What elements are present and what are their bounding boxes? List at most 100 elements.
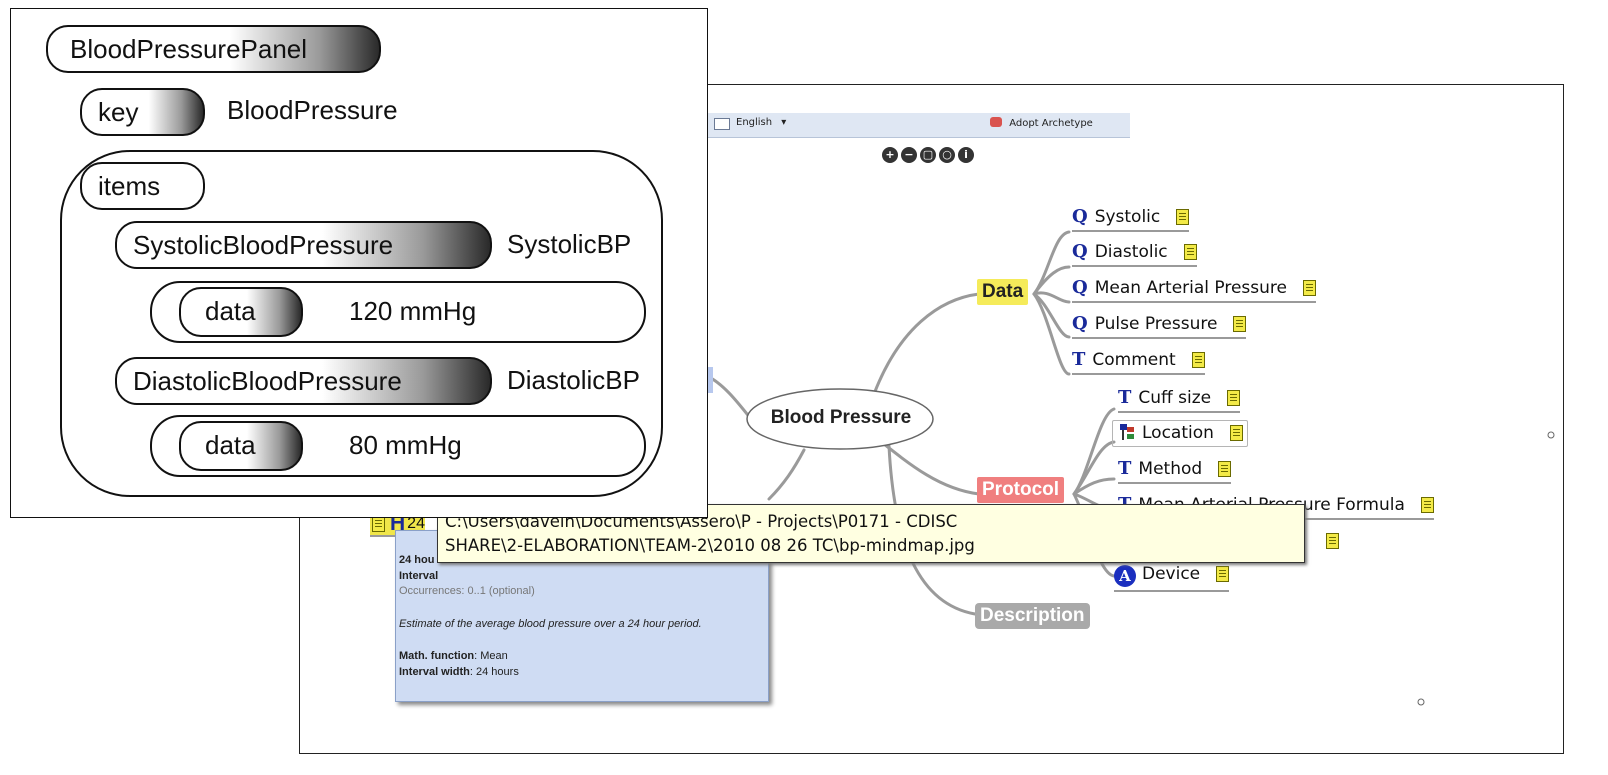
note-icon[interactable]: [1176, 209, 1190, 225]
mail-icon[interactable]: [714, 118, 730, 130]
protocol-branch-label: Protocol: [982, 479, 1060, 500]
note-icon[interactable]: [1216, 566, 1230, 582]
diastolic-data-label: data: [205, 430, 256, 460]
item-label: Systolic: [1094, 207, 1161, 227]
adopt-archetype-button[interactable]: Adopt Archetype: [990, 117, 1093, 129]
tooltip-line-2: SHARE\2-ELABORATION\TEAM-2\2010 08 26 TC…: [445, 536, 975, 555]
connector-map: [1032, 291, 1071, 304]
desc-interval-width: Interval width: 24 hours: [399, 666, 519, 678]
item-label: Pulse Pressure: [1094, 314, 1218, 334]
note-icon[interactable]: [1191, 352, 1205, 368]
desc-summary: Estimate of the average blood pressure o…: [399, 618, 702, 630]
zoom-out-icon[interactable]: −: [901, 147, 917, 163]
desc-occurrences: Occurrences: 0..1 (optional): [399, 585, 535, 597]
item-label: Mean Arterial Pressure: [1094, 278, 1287, 298]
note-icon[interactable]: [1303, 280, 1316, 296]
connector-left-upper: [705, 374, 753, 421]
hidden-item-note[interactable]: [1326, 530, 1339, 549]
description-branch[interactable]: Description: [975, 603, 1090, 629]
connector-method: [1072, 477, 1116, 496]
protocol-item-location[interactable]: Location: [1112, 420, 1248, 447]
protocol-item-device[interactable]: A Device: [1114, 564, 1230, 592]
connector-systolic: [1032, 230, 1071, 296]
data-item-systolic[interactable]: Q Systolic: [1072, 206, 1190, 232]
systolic-value: 120 mmHg: [349, 296, 477, 326]
root-label: BloodPressurePanel: [70, 34, 308, 64]
desc-line-1: 24 hou: [399, 554, 435, 566]
adopt-archetype-icon: [990, 117, 1002, 127]
description-expander-icon: [1417, 698, 1425, 706]
location-expander-icon: [1547, 431, 1555, 439]
protocol-item-method[interactable]: T Method: [1118, 458, 1232, 484]
note-icon[interactable]: [1229, 425, 1243, 441]
item-label: Method: [1138, 459, 1203, 479]
connector-comment: [1032, 292, 1071, 376]
key-pill: key: [80, 88, 205, 136]
systolic-data-container: [150, 281, 646, 343]
protocol-branch[interactable]: Protocol: [977, 477, 1065, 503]
q-icon: Q: [1072, 277, 1088, 298]
center-node-shape: [746, 388, 934, 450]
chevron-down-icon: ▾: [781, 117, 787, 128]
protocol-item-cuff-size[interactable]: T Cuff size: [1118, 387, 1241, 413]
note-icon[interactable]: [1326, 532, 1339, 549]
blood-pressure-panel-diagram: BloodPressurePanel key BloodPressure ite…: [10, 8, 708, 518]
info-icon[interactable]: i: [958, 147, 974, 163]
language-selector[interactable]: English ▾: [736, 117, 786, 128]
connector-diastolic: [1032, 265, 1071, 296]
adopt-archetype-label: Adopt Archetype: [1009, 118, 1093, 129]
note-icon[interactable]: [1218, 461, 1232, 477]
q-icon: Q: [1072, 241, 1088, 262]
items-label: items: [98, 171, 161, 201]
diastolic-value: 80 mmHg: [349, 430, 462, 460]
item-label: Location: [1142, 423, 1214, 443]
center-node-label: Blood Pressure: [770, 407, 912, 428]
desc-width-label: Interval width: [399, 666, 470, 678]
q-icon: Q: [1072, 206, 1088, 227]
item-label: Device: [1142, 564, 1201, 584]
description-branch-label: Description: [980, 605, 1085, 626]
desc-math-value: : Mean: [474, 650, 508, 662]
diastolic-data-pill: data: [179, 421, 303, 471]
connector-location: [1072, 440, 1116, 496]
systolic-id: SystolicBP: [507, 229, 632, 259]
systolic-data-label: data: [205, 296, 256, 326]
note-icon[interactable]: [372, 516, 385, 532]
systolic-pill: SystolicBloodPressure: [115, 221, 492, 269]
note-icon[interactable]: [1227, 390, 1241, 406]
desc-line-2: Interval: [399, 570, 439, 582]
language-label: English: [736, 117, 773, 128]
t-icon: T: [1118, 387, 1132, 408]
systolic-data-pill: data: [179, 287, 303, 337]
key-value: BloodPressure: [227, 95, 398, 125]
mindmap-connectors: [699, 230, 1555, 706]
note-icon[interactable]: [1183, 244, 1197, 260]
data-item-comment[interactable]: T Comment: [1072, 349, 1205, 375]
left-node-label: 24: [407, 515, 425, 532]
data-item-mean-arterial-pressure[interactable]: Q Mean Arterial Pressure: [1072, 277, 1316, 303]
note-icon[interactable]: [1233, 316, 1247, 332]
items-container: [60, 150, 663, 497]
fit-view-icon[interactable]: ▢: [920, 147, 936, 163]
zoom-in-icon[interactable]: +: [882, 147, 898, 163]
desc-math-label: Math. function: [399, 650, 475, 662]
desc-width-value: : 24 hours: [469, 666, 519, 678]
diastolic-data-container: [150, 415, 646, 477]
q-icon: Q: [1072, 313, 1088, 334]
center-node[interactable]: Blood Pressure: [748, 407, 934, 429]
data-item-pulse-pressure[interactable]: Q Pulse Pressure: [1072, 313, 1247, 339]
t-icon: T: [1072, 349, 1086, 370]
t-icon: T: [1118, 458, 1132, 479]
data-branch[interactable]: Data: [977, 279, 1029, 305]
reset-view-icon[interactable]: ○: [939, 147, 955, 163]
systolic-name: SystolicBloodPressure: [133, 230, 394, 260]
item-label: Comment: [1092, 350, 1176, 370]
connector-center-data: [872, 292, 981, 396]
item-label: Cuff size: [1138, 388, 1212, 408]
archetype-a-icon: A: [1114, 565, 1136, 587]
items-pill: items: [80, 162, 205, 210]
root-pill: BloodPressurePanel: [46, 25, 381, 73]
tree-icon: [1119, 424, 1135, 440]
note-icon[interactable]: [1420, 497, 1434, 513]
